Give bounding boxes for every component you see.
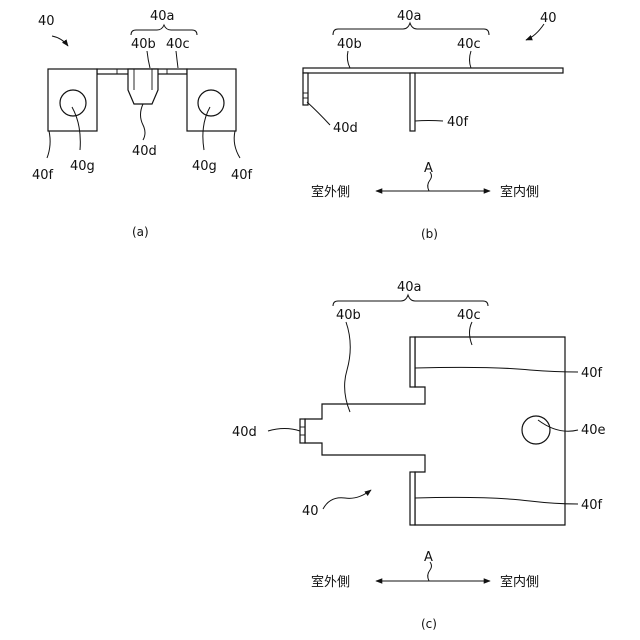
ref-arrow-c xyxy=(323,490,371,509)
label-40c-b: 40c xyxy=(457,37,481,52)
label-40b-b: 40b xyxy=(337,37,362,52)
direction-axis-c: A xyxy=(424,550,433,565)
label-group-b: 40a xyxy=(397,9,422,24)
leader-40b-a xyxy=(147,51,150,68)
label-40c-a: 40c xyxy=(166,37,190,52)
label-group-a: 40a xyxy=(150,9,175,24)
direction-outdoor-c: 室外側 xyxy=(311,574,350,590)
leader-40f-b xyxy=(415,121,443,122)
direction-outdoor-b: 室外側 xyxy=(311,184,350,200)
label-40b-c: 40b xyxy=(336,308,361,323)
label-ref-a: 40 xyxy=(38,14,55,29)
label-40f-left-a: 40f xyxy=(32,168,54,183)
group-brace-a xyxy=(131,25,197,35)
label-40c-c: 40c xyxy=(457,308,481,323)
label-ref-b: 40 xyxy=(540,11,557,26)
leader-40f-left-a xyxy=(47,131,50,158)
label-ref-c: 40 xyxy=(302,504,319,519)
leader-40d-b xyxy=(307,102,330,125)
label-40d-b: 40d xyxy=(333,121,358,136)
label-40g-left-a: 40g xyxy=(70,159,95,174)
label-40f-upper-c: 40f xyxy=(581,366,603,381)
caption-b: (b) xyxy=(421,227,438,241)
direction-indoor-b: 室内側 xyxy=(500,184,539,200)
leader-40f-right-a xyxy=(234,131,240,158)
label-40b-a: 40b xyxy=(131,37,156,52)
leader-40d-c xyxy=(268,429,300,432)
label-40d-c: 40d xyxy=(232,425,257,440)
label-group-c: 40a xyxy=(397,280,422,295)
side-flange-40f xyxy=(410,73,415,131)
ref-arrow-a xyxy=(52,36,68,46)
side-tab-40d xyxy=(303,73,308,105)
leader-40b-b xyxy=(347,51,350,68)
direction-axis-b: A xyxy=(424,161,433,176)
panel-a: 40 40a 40b 40c 40d 40f 40g 40g 40f (a) xyxy=(32,9,253,239)
group-brace-c xyxy=(333,295,488,306)
panel-c: 40a 40b 40c 40f 40e 40f 40d 40 A 室外側 室内側… xyxy=(232,280,606,631)
label-40d-a: 40d xyxy=(132,144,157,159)
side-plate xyxy=(303,68,563,73)
center-tab xyxy=(128,69,158,104)
panel-b: 40a 40 40b 40c 40d 40f A 室外側 室内側 (b) xyxy=(303,9,563,241)
group-brace-b xyxy=(333,23,489,35)
leader-40c-a xyxy=(176,51,178,68)
leader-40c-b xyxy=(470,51,472,68)
label-40e-c: 40e xyxy=(581,423,606,438)
top-view-flange-lower xyxy=(410,472,415,525)
label-40g-right-a: 40g xyxy=(192,159,217,174)
left-hole xyxy=(60,90,86,116)
leader-40d-a xyxy=(141,104,146,140)
label-40f-b: 40f xyxy=(447,115,469,130)
top-view-flange-upper xyxy=(410,337,415,387)
right-hole xyxy=(198,90,224,116)
top-view-hole-40e xyxy=(522,416,550,444)
top-view-tab-40d xyxy=(300,419,305,443)
caption-c: (c) xyxy=(421,617,437,631)
label-40f-right-a: 40f xyxy=(231,168,253,183)
direction-indoor-c: 室内側 xyxy=(500,574,539,590)
caption-a: (a) xyxy=(132,225,149,239)
ref-arrow-b xyxy=(526,24,544,40)
label-40f-lower-c: 40f xyxy=(581,498,603,513)
leader-40b-c xyxy=(345,322,351,412)
